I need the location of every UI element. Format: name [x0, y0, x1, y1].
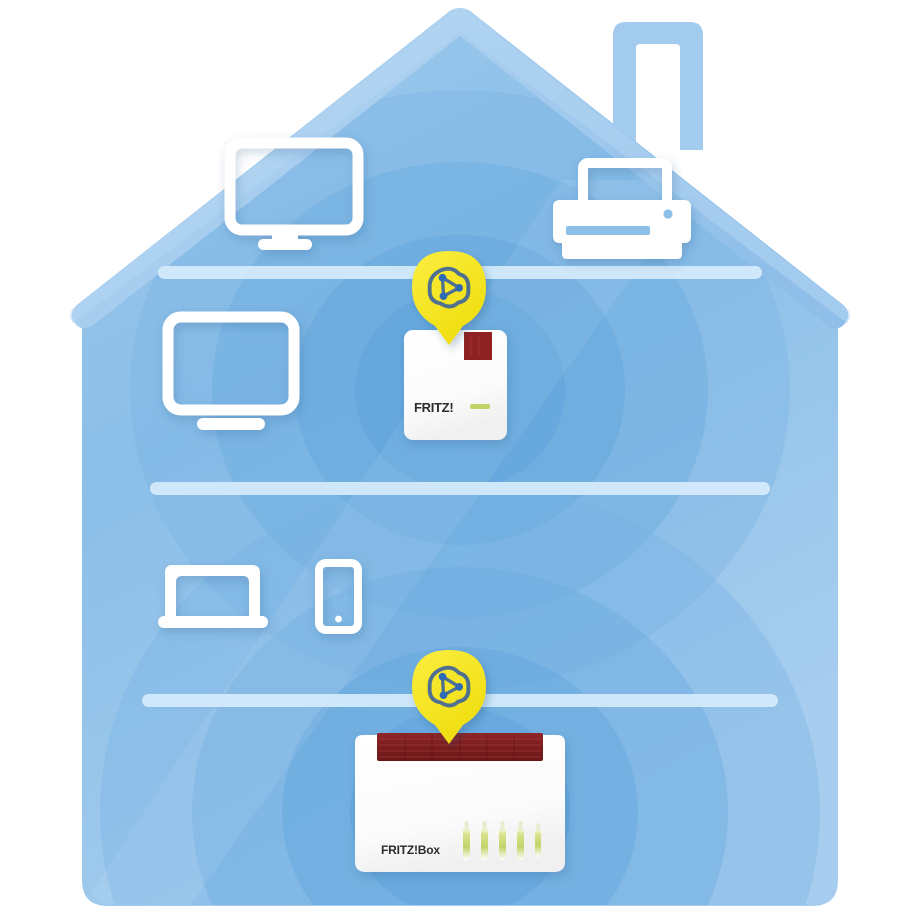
floor-divider — [150, 482, 770, 495]
badge-pin-shape — [412, 650, 486, 744]
repeater-brand-label: FRITZ! — [414, 400, 453, 415]
mesh-icon — [427, 665, 471, 708]
smartphone-icon — [315, 559, 362, 634]
fritz-repeater[interactable]: FRITZ! — [404, 330, 507, 440]
laptop-icon — [158, 565, 268, 628]
router-brand-label: FRITZ!Box — [381, 843, 440, 857]
printer-icon — [553, 158, 691, 259]
fritz-box-router[interactable]: FRITZ!Box — [355, 733, 565, 872]
chimney-icon — [613, 22, 703, 150]
router-body[interactable] — [355, 735, 565, 872]
mesh-badge-router[interactable] — [412, 650, 486, 744]
badge-pin-shape — [412, 251, 486, 345]
mesh-badge-repeater[interactable] — [412, 251, 486, 345]
router-led — [481, 821, 488, 860]
router-led — [499, 821, 506, 860]
router-led — [517, 821, 524, 860]
monitor-icon — [224, 137, 364, 250]
router-led — [535, 823, 541, 857]
tv-icon — [162, 311, 300, 430]
mesh-icon — [427, 266, 471, 309]
repeater-led — [470, 404, 490, 409]
router-led-bank — [463, 821, 541, 860]
router-led — [463, 821, 470, 860]
router-grille — [377, 733, 543, 761]
